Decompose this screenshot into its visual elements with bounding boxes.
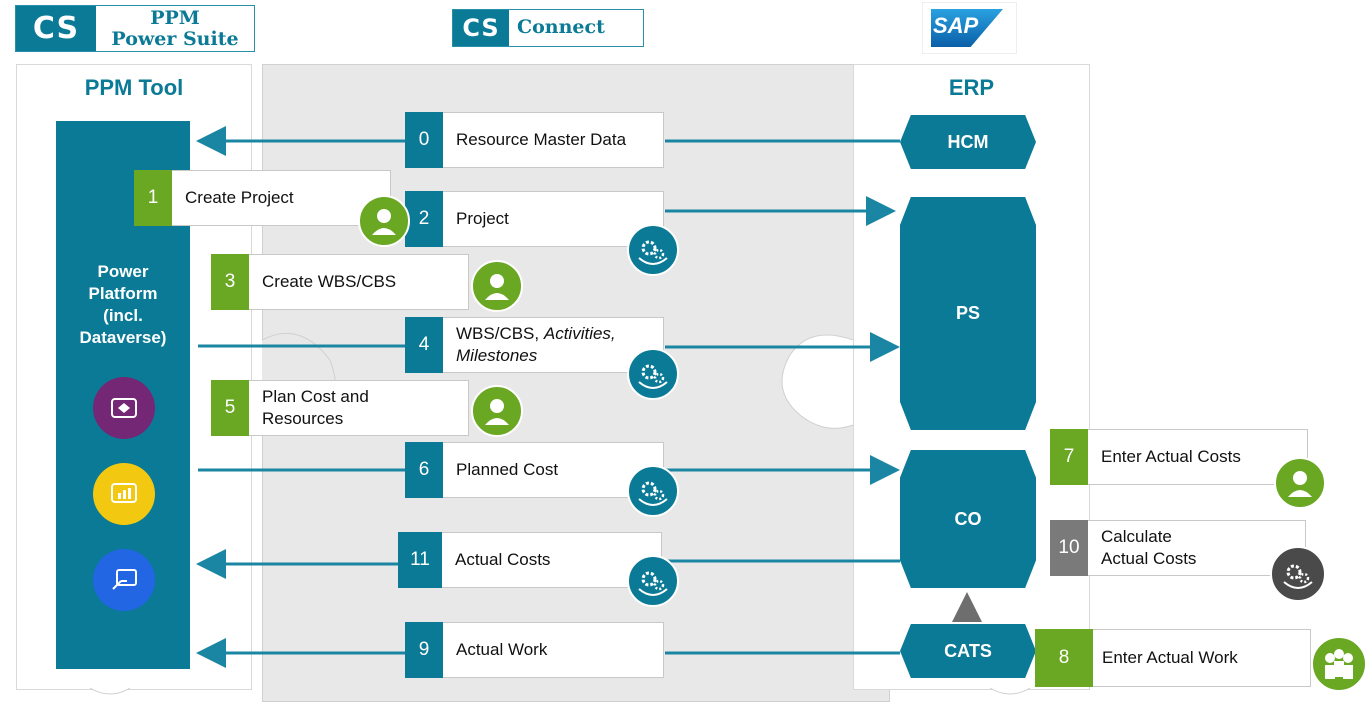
step-1-create-project: 1 Create Project	[134, 170, 391, 226]
step-0-text: Resource Master Data	[456, 130, 627, 149]
step-5-line2: Resources	[262, 409, 344, 428]
step-label: Plan Cost and Resources	[262, 381, 462, 435]
team-icon	[1311, 636, 1367, 692]
gear-icon	[627, 555, 679, 607]
step-number: 3	[211, 254, 249, 310]
step-2-text: Project	[456, 209, 509, 228]
step-label: Enter Actual Costs	[1101, 430, 1301, 484]
step-10-calculate-actual-costs: 10 Calculate Actual Costs	[1050, 520, 1306, 576]
step-4-line1: WBS/CBS, Activities,	[456, 323, 657, 345]
ppm-tool-title: PPM Tool	[84, 75, 184, 100]
cs-logo-mark: CS	[16, 6, 96, 51]
erp-title: ERP	[948, 75, 995, 100]
step-2-project: 2 Project	[405, 191, 664, 247]
step-number: 11	[398, 532, 442, 588]
step-label: Calculate Actual Costs	[1101, 521, 1299, 575]
step-4-text: WBS/CBS,	[456, 324, 544, 343]
step-number: 4	[405, 317, 443, 373]
step-label: Actual Costs	[455, 533, 655, 587]
step-10-line1: Calculate	[1101, 527, 1172, 546]
step-7-enter-actual-costs: 7 Enter Actual Costs	[1050, 429, 1308, 485]
ppm-logo-text: PPM Power Suite	[100, 8, 250, 50]
step-4-italic: Activities,	[543, 324, 616, 343]
step-5-line1: Plan Cost and	[262, 387, 369, 406]
co-module: CO	[900, 450, 1036, 588]
power-automate-icon	[93, 549, 155, 611]
step-number: 0	[405, 112, 443, 168]
platform-label-line4: Dataverse)	[79, 328, 167, 347]
cs-connect-mark: CS	[453, 10, 509, 46]
user-icon	[1274, 457, 1326, 509]
gear-icon	[1270, 546, 1326, 602]
step-4-wbs-activities: 4 WBS/CBS, Activities, Milestones	[405, 317, 664, 373]
gear-icon	[627, 465, 679, 517]
connect-logo-text: Connect	[517, 16, 605, 38]
step-label: Resource Master Data	[456, 113, 657, 167]
platform-label-line2: Platform	[88, 284, 158, 303]
step-7-text: Enter Actual Costs	[1101, 447, 1241, 466]
step-1-text: Create Project	[185, 188, 294, 207]
ps-module: PS	[900, 197, 1036, 430]
step-label: WBS/CBS, Activities, Milestones	[456, 318, 657, 372]
step-number: 8	[1035, 629, 1093, 687]
step-8-text: Enter Actual Work	[1102, 648, 1238, 667]
step-8-enter-actual-work: 8 Enter Actual Work	[1035, 629, 1311, 687]
step-label: Create Project	[185, 171, 384, 225]
power-apps-icon	[93, 377, 155, 439]
user-icon	[358, 195, 410, 247]
step-4-line2: Milestones	[456, 345, 657, 367]
gear-icon	[627, 348, 679, 400]
step-number: 2	[405, 191, 443, 247]
cats-module: CATS	[900, 624, 1036, 678]
step-4-italic-2: Milestones	[456, 346, 538, 365]
power-bi-icon	[93, 463, 155, 525]
step-10-line2: Actual Costs	[1101, 549, 1197, 568]
user-icon	[471, 385, 523, 437]
step-number: 10	[1050, 520, 1088, 576]
step-label: Create WBS/CBS	[262, 255, 462, 309]
step-11-actual-costs: 11 Actual Costs	[398, 532, 662, 588]
step-label: Planned Cost	[456, 443, 657, 497]
step-3-create-wbs: 3 Create WBS/CBS	[211, 254, 469, 310]
platform-label-line3: (incl.	[103, 306, 143, 325]
power-platform-label: Power Platform (incl. Dataverse)	[56, 261, 190, 349]
platform-label-line1: Power	[97, 262, 149, 281]
ppm-power-suite-logo: CS PPM Power Suite	[15, 5, 255, 52]
ppm-logo-line1: PPM	[150, 7, 200, 29]
user-icon	[471, 260, 523, 312]
step-5-plan-cost: 5 Plan Cost and Resources	[211, 380, 469, 436]
step-label: Enter Actual Work	[1102, 630, 1304, 686]
step-label: Project	[456, 192, 657, 246]
step-number: 1	[134, 170, 172, 226]
step-9-text: Actual Work	[456, 640, 548, 659]
step-3-text: Create WBS/CBS	[262, 272, 397, 291]
step-label: Actual Work	[456, 623, 657, 677]
hcm-module: HCM	[900, 115, 1036, 169]
gear-icon	[627, 224, 679, 276]
ppm-logo-line2: Power Suite	[111, 28, 239, 50]
step-number: 6	[405, 442, 443, 498]
step-6-planned-cost: 6 Planned Cost	[405, 442, 664, 498]
power-platform-bar: Power Platform (incl. Dataverse)	[56, 121, 190, 669]
connect-logo: CS Connect	[452, 9, 644, 47]
step-0-resource-master-data: 0 Resource Master Data	[405, 112, 664, 168]
step-11-text: Actual Costs	[455, 550, 551, 569]
step-number: 9	[405, 622, 443, 678]
step-6-text: Planned Cost	[456, 460, 559, 479]
sap-logo-text: SAP	[933, 13, 979, 38]
step-9-actual-work: 9 Actual Work	[405, 622, 664, 678]
step-number: 5	[211, 380, 249, 436]
sap-logo: SAP	[922, 2, 1017, 54]
step-number: 7	[1050, 429, 1088, 485]
